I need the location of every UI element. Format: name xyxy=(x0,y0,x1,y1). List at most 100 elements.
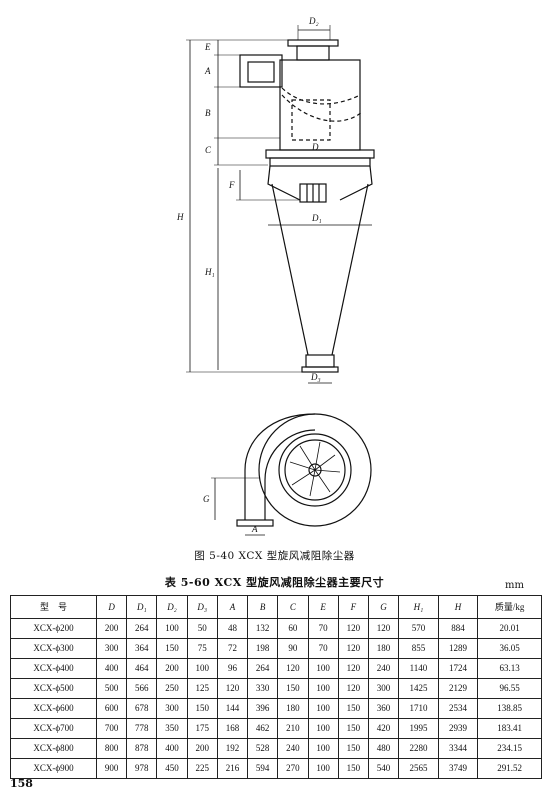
column-header: B xyxy=(247,595,279,619)
label-B: B xyxy=(205,108,211,118)
table-cell: 100 xyxy=(307,678,339,699)
table-cell: 100 xyxy=(307,738,339,759)
column-header: E xyxy=(307,595,339,619)
table-cell: 291.52 xyxy=(477,758,542,779)
model-cell: XCX-ϕ400 xyxy=(10,658,97,679)
plan-volute xyxy=(244,413,316,520)
column-header: H xyxy=(437,595,479,619)
table-cell: 120 xyxy=(277,658,309,679)
table-cell: 200 xyxy=(95,618,128,639)
table-cell: 48 xyxy=(216,618,249,639)
table-title: 表 5-60 XCX 型旋风减阻除尘器主要尺寸 xyxy=(164,576,385,589)
table-cell: 1710 xyxy=(398,698,439,719)
table-cell: 3749 xyxy=(437,758,479,779)
table-cell: 150 xyxy=(337,758,369,779)
table-cell: 420 xyxy=(367,718,400,739)
label-H1: H₁ xyxy=(204,267,215,277)
table-cell: 120 xyxy=(337,658,369,679)
table-cell: 700 xyxy=(95,718,128,739)
table-cell: 180 xyxy=(367,638,400,659)
table-cell: 778 xyxy=(126,718,158,739)
table-cell: 90 xyxy=(277,638,309,659)
outlet-flange xyxy=(287,39,339,47)
model-cell: XCX-ϕ200 xyxy=(10,618,97,639)
table-cell: 100 xyxy=(307,758,339,779)
table-cell: 234.15 xyxy=(477,738,542,759)
table-cell: 120 xyxy=(337,618,369,639)
table-cell: 1289 xyxy=(437,638,479,659)
column-header: 型 号 xyxy=(10,595,97,619)
table-cell: 240 xyxy=(367,658,400,679)
column-header: A xyxy=(216,595,249,619)
table-cell: 216 xyxy=(216,758,249,779)
column-header: C xyxy=(277,595,309,619)
label-H: H xyxy=(176,212,184,222)
table-cell: 96 xyxy=(216,658,249,679)
table-cell: 63.13 xyxy=(477,658,542,679)
table-cell: 150 xyxy=(337,718,369,739)
table-cell: 900 xyxy=(95,758,128,779)
table-cell: 150 xyxy=(186,698,218,719)
table-cell: 225 xyxy=(186,758,218,779)
label-D1: D₁ xyxy=(311,213,322,223)
label-A2: A xyxy=(251,524,258,534)
cyclone-drawing: D₂ E A B D C F H D₁ H₁ D₃ G A xyxy=(176,16,375,536)
table-cell: 120 xyxy=(337,678,369,699)
column-header: D₂ xyxy=(156,595,188,619)
table-cell: 180 xyxy=(277,698,309,719)
table-cell: 72 xyxy=(216,638,249,659)
table-cell: 168 xyxy=(216,718,249,739)
table-cell: 450 xyxy=(156,758,188,779)
model-cell: XCX-ϕ700 xyxy=(10,718,97,739)
page-number: 158 xyxy=(10,777,33,790)
outlet-pipe xyxy=(296,45,330,61)
table-cell: 300 xyxy=(367,678,400,699)
cone-upper xyxy=(267,165,373,201)
model-cell: XCX-ϕ800 xyxy=(10,738,97,759)
middle-flange xyxy=(265,149,375,159)
table-cell: 480 xyxy=(367,738,400,759)
table-cell: 2129 xyxy=(437,678,479,699)
table-cell: 125 xyxy=(186,678,218,699)
label-F: F xyxy=(228,180,235,190)
table-cell: 100 xyxy=(156,618,188,639)
table-cell: 144 xyxy=(216,698,249,719)
dust-outlet-flange xyxy=(301,366,339,373)
table-cell: 300 xyxy=(156,698,188,719)
cone-lower xyxy=(271,183,369,356)
model-cell: XCX-ϕ600 xyxy=(10,698,97,719)
label-D: D xyxy=(311,142,319,152)
model-cell: XCX-ϕ300 xyxy=(10,638,97,659)
table-cell: 3344 xyxy=(437,738,479,759)
table-cell: 594 xyxy=(247,758,279,779)
table-cell: 2939 xyxy=(437,718,479,739)
table-cell: 100 xyxy=(307,718,339,739)
table-cell: 364 xyxy=(126,638,158,659)
table-cell: 20.01 xyxy=(477,618,542,639)
table-cell: 70 xyxy=(307,638,339,659)
table-cell: 360 xyxy=(367,698,400,719)
table-cell: 400 xyxy=(156,738,188,759)
table-cell: 150 xyxy=(277,678,309,699)
table-cell: 1995 xyxy=(398,718,439,739)
table-cell: 566 xyxy=(126,678,158,699)
table-cell: 264 xyxy=(247,658,279,679)
table-cell: 270 xyxy=(277,758,309,779)
label-D3: D₃ xyxy=(310,372,321,382)
table-cell: 800 xyxy=(95,738,128,759)
table-cell: 500 xyxy=(95,678,128,699)
table-cell: 138.85 xyxy=(477,698,542,719)
table-cell: 855 xyxy=(398,638,439,659)
table-cell: 96.55 xyxy=(477,678,542,699)
table-cell: 600 xyxy=(95,698,128,719)
table-cell: 878 xyxy=(126,738,158,759)
table-cell: 36.05 xyxy=(477,638,542,659)
table-cell: 150 xyxy=(337,698,369,719)
table-cell: 150 xyxy=(337,738,369,759)
